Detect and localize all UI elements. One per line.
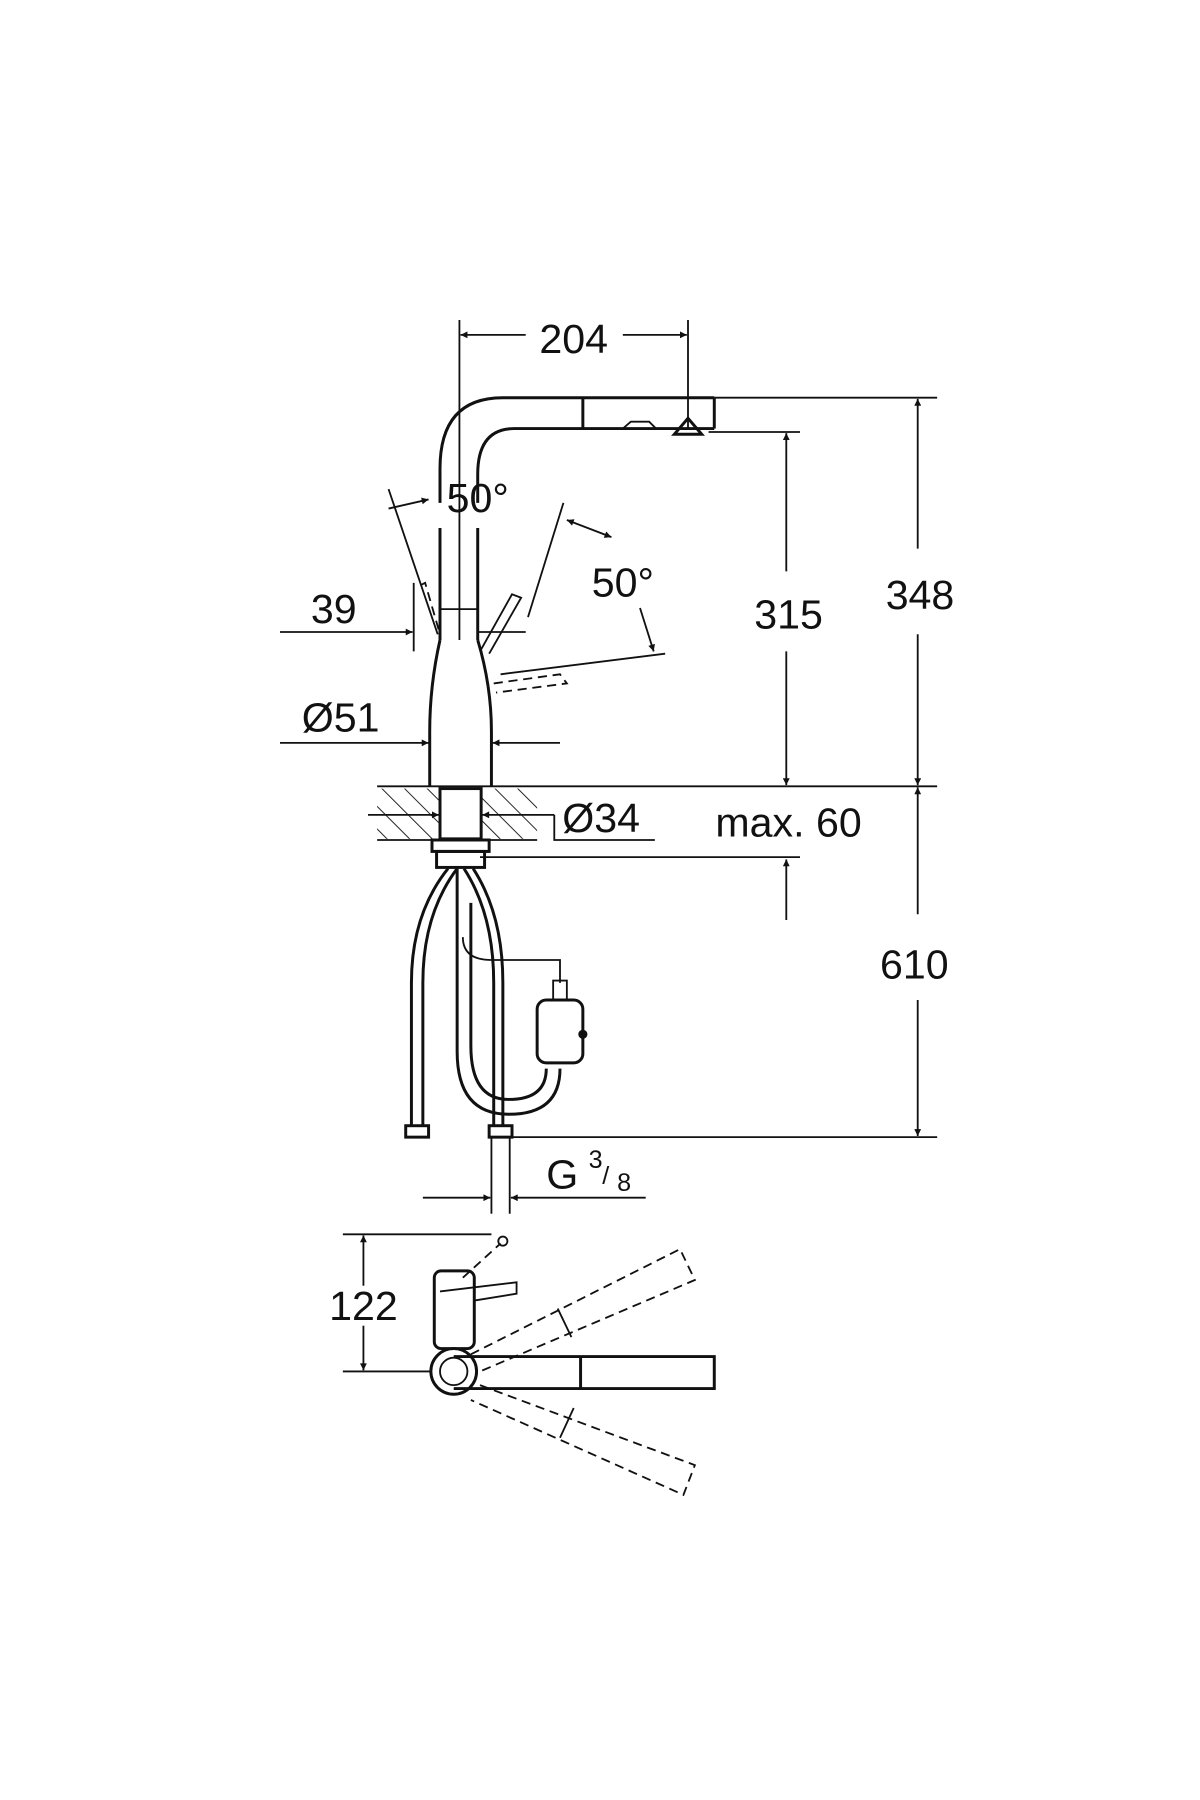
label-39: 39 — [311, 586, 357, 632]
label-348: 348 — [886, 572, 955, 618]
label-diameter-34: Ø34 — [562, 795, 640, 841]
label-angle-left: 50° — [447, 475, 509, 521]
faucet-top-view: 122 — [329, 1233, 716, 1497]
faucet-side-view: 50° 50° — [387, 396, 716, 787]
label-angle-right: 50° — [592, 560, 654, 606]
countertop-section: Ø34 max. 60 — [368, 785, 938, 920]
dimension-204: 204 — [458, 316, 689, 640]
height-dimensions: 315 348 610 — [708, 396, 955, 1136]
dimension-39: 39 — [280, 586, 526, 636]
label-thread-g: G — [546, 1152, 578, 1198]
label-204: 204 — [539, 316, 608, 362]
label-diameter-51: Ø51 — [302, 694, 380, 740]
label-122: 122 — [329, 1283, 398, 1329]
fraction-slash: / — [602, 1162, 609, 1190]
label-thread-num: 3 — [589, 1146, 603, 1174]
label-max-60: max. 60 — [715, 800, 861, 846]
dimension-diameter-51: Ø51 — [280, 694, 560, 747]
dimension-thread: G 3 / 8 — [422, 1146, 646, 1202]
label-610: 610 — [880, 941, 949, 987]
supply-hoses — [404, 838, 938, 1214]
label-thread-den: 8 — [617, 1169, 631, 1197]
label-315: 315 — [754, 592, 823, 638]
